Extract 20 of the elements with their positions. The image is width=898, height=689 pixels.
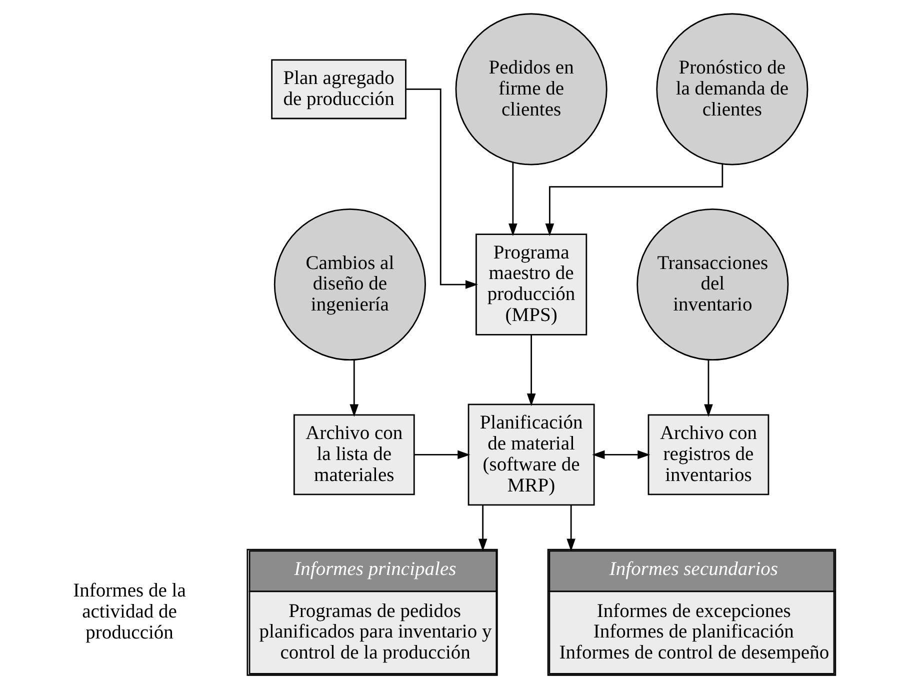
node-circle: Pedidos en firme de clientes xyxy=(455,13,608,166)
arrow xyxy=(350,360,359,417)
arrow xyxy=(508,162,518,236)
arrow xyxy=(526,335,536,406)
label: Informes de la actividad de producción xyxy=(73,580,186,644)
arrow xyxy=(478,505,488,552)
node-box: Archivo con la lista de materiales xyxy=(293,414,415,496)
arrow xyxy=(545,164,724,236)
arrow xyxy=(704,360,713,417)
node-box: Plan agregado de producción xyxy=(271,59,406,120)
arrow xyxy=(406,88,478,289)
arrow xyxy=(414,450,470,460)
node-box: Archivo con registros de inventarios xyxy=(648,414,770,496)
node-circle: Transacciones del inventario xyxy=(636,208,789,361)
node-circle: Cambios al diseño de ingeniería xyxy=(274,208,426,361)
node-box: Programa maestro de producción (MPS) xyxy=(476,234,588,336)
arrow xyxy=(566,505,576,552)
node-box: Planificación de material (software de MRP) xyxy=(468,404,595,506)
arrow xyxy=(592,450,650,460)
node-circle: Pronóstico de la demanda de clientes xyxy=(656,13,808,166)
